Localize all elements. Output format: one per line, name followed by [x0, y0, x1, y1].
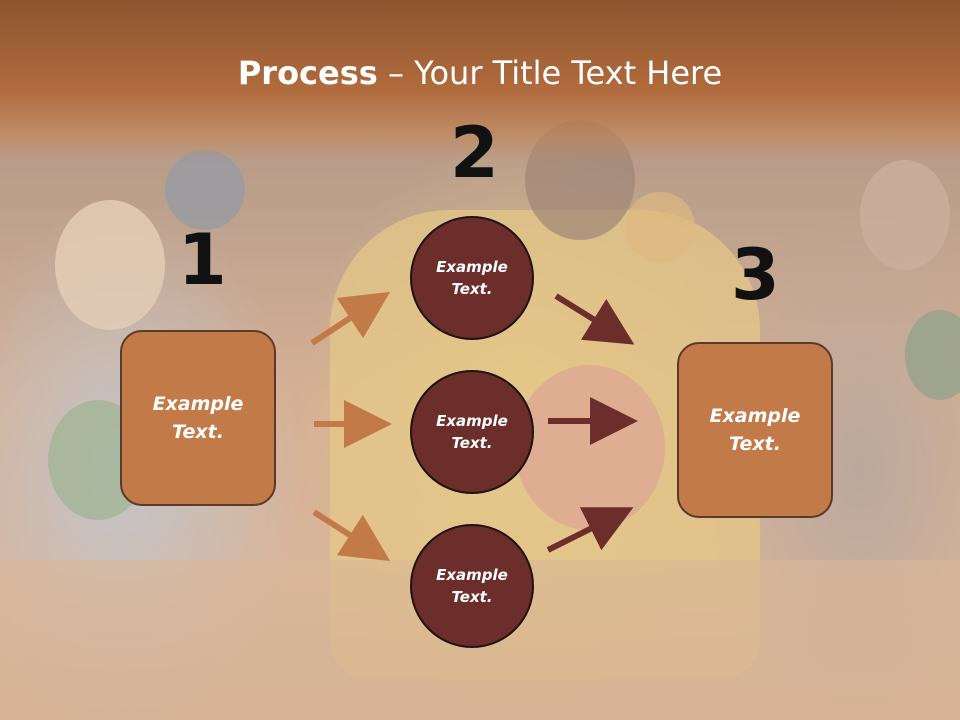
- circle-1: Example Text.: [410, 216, 534, 340]
- step-number-3: 3: [731, 234, 780, 316]
- left-box-text: Example Text.: [152, 392, 244, 444]
- right-box-text: Example Text.: [709, 404, 801, 456]
- arrow-to-circle-3: [312, 509, 391, 561]
- circle-2: Example Text.: [410, 370, 534, 494]
- step-number-2: 2: [450, 112, 499, 194]
- left-box: Example Text.: [120, 330, 276, 506]
- page-title: Process – Your Title Text Here: [0, 54, 960, 92]
- circle-1-text: Example Text.: [436, 257, 508, 299]
- title-rest: – Your Title Text Here: [377, 54, 723, 92]
- arrow-to-circle-1: [310, 291, 391, 346]
- circle-2-text: Example Text.: [436, 411, 508, 453]
- title-band: [0, 0, 960, 160]
- circle-3: Example Text.: [410, 524, 534, 648]
- title-bold: Process: [237, 54, 378, 92]
- right-box: Example Text.: [677, 342, 833, 518]
- arrow-from-circle-3: [546, 507, 634, 553]
- arrow-from-circle-1: [554, 293, 635, 345]
- circle-3-text: Example Text.: [436, 565, 508, 607]
- step-number-1: 1: [178, 219, 227, 301]
